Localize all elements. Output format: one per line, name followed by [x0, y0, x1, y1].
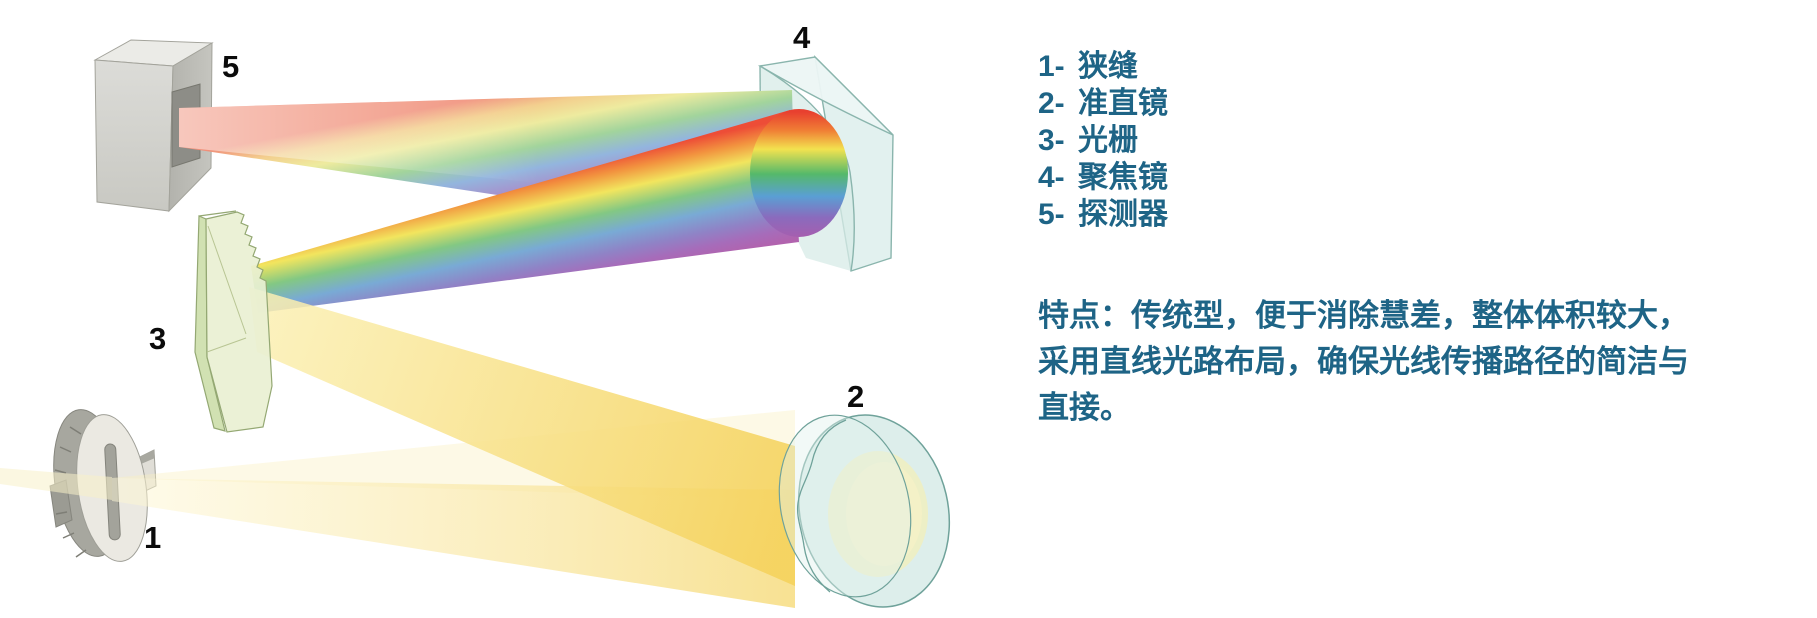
legend-num: 2- [1038, 87, 1065, 120]
legend-label: 狭缝 [1078, 50, 1138, 83]
legend-label: 光栅 [1078, 124, 1138, 157]
collimating-lens [778, 414, 951, 608]
legend-item-slit: 1- 狭缝 [1038, 48, 1738, 85]
beam-source-to-slit [0, 468, 112, 500]
legend-label: 准直镜 [1078, 87, 1168, 120]
marker-grating: 3 [149, 321, 166, 356]
marker-collimating-lens: 2 [847, 379, 864, 414]
legend-label: 探测器 [1078, 198, 1168, 231]
marker-detector: 5 [222, 49, 239, 84]
annotation-column: 1- 狭缝 2- 准直镜 3- 光栅 4- 聚焦镜 5- 探测器 特点：传统型，… [1038, 48, 1738, 431]
marker-focusing-mirror: 4 [793, 20, 811, 55]
slit-rim-ticks [54, 426, 87, 558]
legend-item-detector: 5- 探测器 [1038, 196, 1738, 233]
legend-item-focusing-mirror: 4- 聚焦镜 [1038, 159, 1738, 196]
legend-item-collimating-lens: 2- 准直镜 [1038, 85, 1738, 122]
legend-item-grating: 3- 光栅 [1038, 122, 1738, 159]
legend-num: 3- [1038, 124, 1065, 157]
diagram-markers: 1 2 3 4 5 [144, 20, 864, 555]
component-legend: 1- 狭缝 2- 准直镜 3- 光栅 4- 聚焦镜 5- 探测器 [1038, 48, 1738, 233]
marker-slit: 1 [144, 520, 161, 555]
grating [194, 210, 273, 433]
legend-num: 1- [1038, 50, 1065, 83]
legend-num: 4- [1038, 161, 1065, 194]
beam-lens-to-grating [249, 287, 795, 586]
features-description: 特点：传统型，便于消除慧差，整体体积较大，采用直线光路布局，确保光线传播路径的简… [1038, 298, 1689, 425]
beam-focus-dome [750, 109, 848, 237]
beam-grating-to-mirror [251, 109, 848, 313]
legend-num: 5- [1038, 198, 1065, 231]
legend-label: 聚焦镜 [1078, 161, 1168, 194]
